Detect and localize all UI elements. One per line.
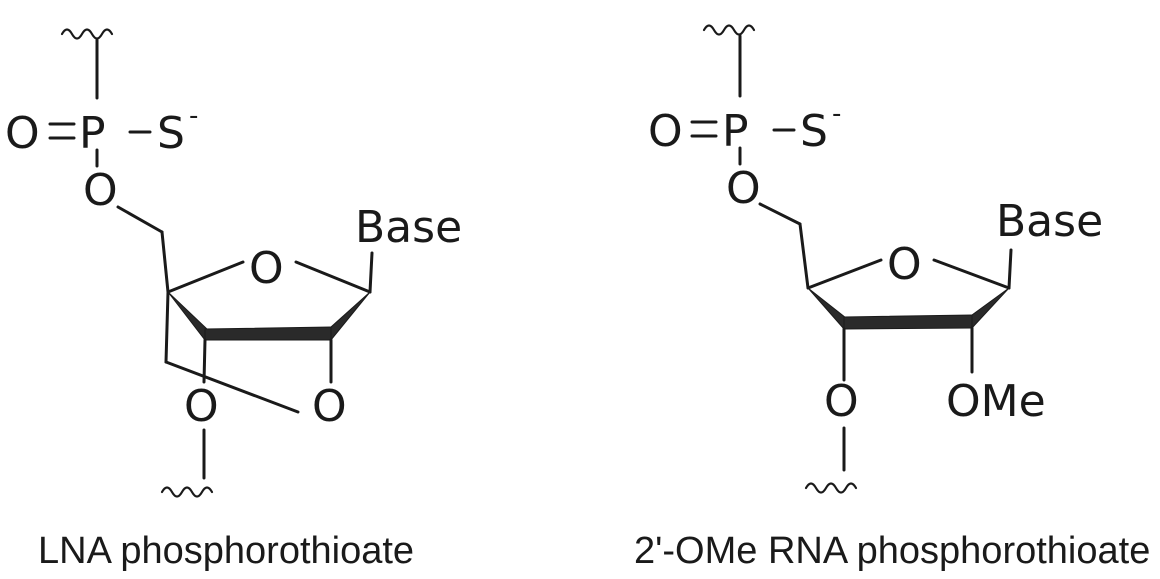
lna-bond-c1-base xyxy=(368,251,374,294)
lna-oxo-label: O xyxy=(5,108,40,159)
ome-bond-ringo-c1 xyxy=(932,258,1011,290)
lna-phosphorus-label: P xyxy=(79,108,106,159)
ome-phosphorus-label: P xyxy=(722,106,749,157)
ome-bold-c3-c2 xyxy=(843,314,973,330)
ome-caption: 2'-OMe RNA phosphorothioate xyxy=(634,530,1150,572)
ome-bottom-wavy-bond xyxy=(804,482,858,494)
ome-sulfur-charge: - xyxy=(832,99,841,129)
lna-structure: O P S - O Base O O O LNA phosphorothioat… xyxy=(5,28,462,572)
ome-oxo-label: O xyxy=(648,106,683,157)
ome-bond-c5-c4 xyxy=(798,222,810,290)
ome-base-label: Base xyxy=(996,196,1103,247)
lna-sulfur-charge: - xyxy=(189,101,198,131)
ome-o5-label: O xyxy=(726,163,761,214)
ome-wedge-c2-c1 xyxy=(971,287,1010,330)
lna-bond-bridge-o xyxy=(164,360,300,414)
ome-ome-label: OMe xyxy=(946,376,1046,427)
ome-top-wavy-bond xyxy=(702,24,756,36)
ome-bond-c1-base xyxy=(1007,248,1013,290)
lna-ring-o-label: O xyxy=(249,243,284,294)
ome-bond-c4-ringo xyxy=(806,258,883,290)
lna-bottom-wavy-bond xyxy=(160,486,214,498)
lna-base-label: Base xyxy=(355,202,462,253)
lna-bold-c3-c2 xyxy=(204,326,332,341)
lna-wedge-c4-c3 xyxy=(167,291,208,342)
ome-sulfur-label: S xyxy=(800,106,828,157)
lna-bond-c4-ringo xyxy=(166,260,245,294)
lna-bond-ringo-c1 xyxy=(294,260,372,294)
ome-wedge-c4-c3 xyxy=(807,287,847,331)
ome-ring-o-label: O xyxy=(887,239,922,290)
lna-o2-label: O xyxy=(312,381,347,432)
lna-sulfur-label: S xyxy=(157,108,185,159)
ome-o3-label: O xyxy=(824,376,859,427)
ome-structure: O P S - O Base O O OMe 2'-OMe RNA phosph… xyxy=(634,24,1150,572)
lna-o5-label: O xyxy=(83,165,118,216)
lna-o3-label: O xyxy=(184,381,219,432)
lna-bond-c3-o3 xyxy=(202,338,207,384)
lna-bond-o5-c5 xyxy=(116,205,164,234)
lna-bond-c5-c4 xyxy=(160,230,170,294)
lna-caption: LNA phosphorothioate xyxy=(38,530,414,572)
ome-bond-o5-c5 xyxy=(758,202,802,226)
lna-wedge-c2-c1 xyxy=(330,291,371,342)
lna-bond-c4-bridge xyxy=(164,290,170,364)
lna-top-wavy-bond xyxy=(60,28,114,40)
